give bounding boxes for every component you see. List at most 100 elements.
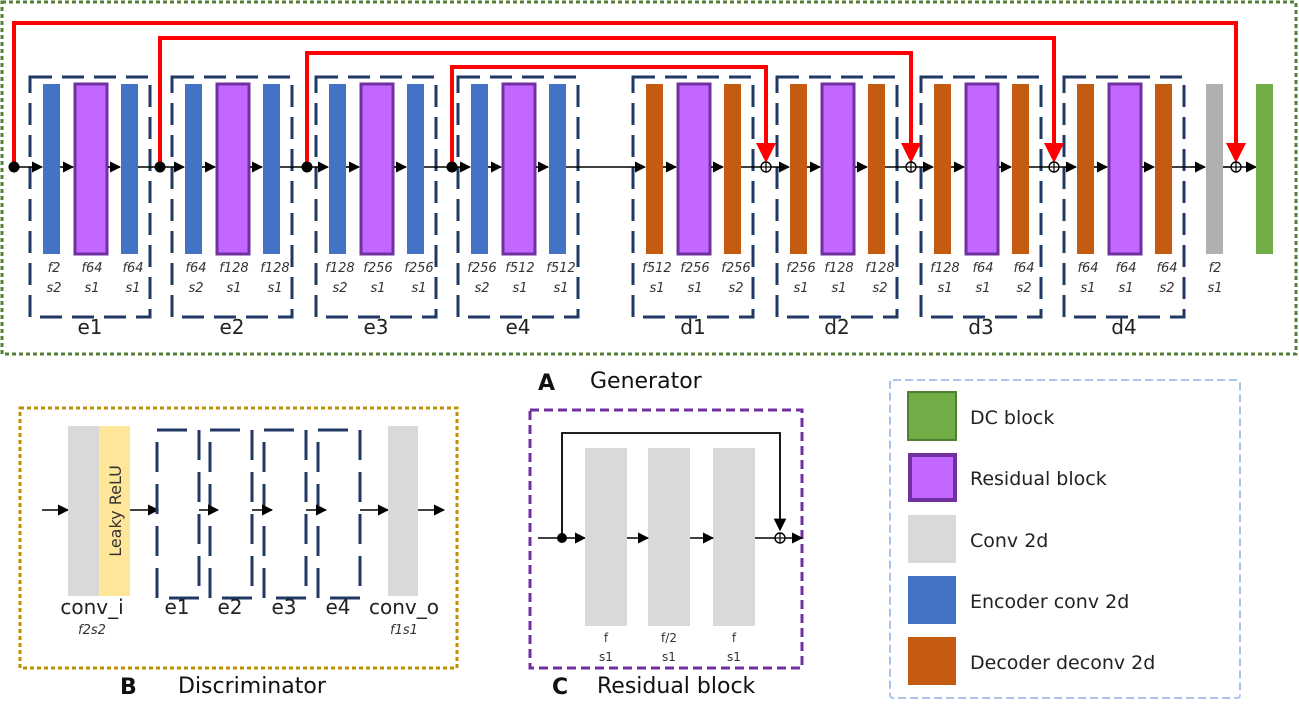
layer-e1-1 <box>43 84 60 254</box>
legend-swatch-dc <box>907 391 957 441</box>
disc-block-e2 <box>208 428 254 600</box>
generator-panel: f2s2f64s1f64s1e1f64s2f128s1f128s1e2f128s… <box>8 21 1273 339</box>
layer-d2-residual <box>820 82 856 256</box>
layer-e2-1 <box>185 84 202 254</box>
param-e3-1-f: f128 <box>325 261 354 276</box>
final-conv-f: f2 <box>1209 261 1222 276</box>
legend-label-conv: Conv 2d <box>970 530 1048 552</box>
disc-conv-out-label: conv_o <box>369 595 439 619</box>
skip-source-dot-4 <box>446 161 458 173</box>
legend-swatch-encoder <box>908 576 956 624</box>
disc-block-label-e3: e3 <box>271 595 296 619</box>
param-e4-1-s: s2 <box>474 281 489 296</box>
param-d2-1-f: f256 <box>786 261 815 276</box>
block-frame-e1 <box>28 75 152 319</box>
block-label-d2: d2 <box>824 315 849 339</box>
param-d4-2-s: s1 <box>1118 281 1133 296</box>
residual-layer-3 <box>713 448 755 626</box>
layer-d1-residual <box>676 82 712 256</box>
param-e2-1-s: s2 <box>188 281 203 296</box>
layer-e1-3 <box>121 84 138 254</box>
layer-d4-residual <box>1107 82 1143 256</box>
param-e1-2-s: s1 <box>84 281 99 296</box>
legend-frame <box>889 379 1241 699</box>
layer-e4-1 <box>471 84 488 254</box>
legend-swatch-decoder <box>908 637 956 685</box>
residual-split-dot <box>557 533 567 543</box>
param-e2-3-f: f128 <box>260 261 289 276</box>
discriminator-panel-letter: B <box>120 675 137 700</box>
param-e3-2-s: s1 <box>370 281 385 296</box>
param-e4-3-s: s1 <box>553 281 568 296</box>
disc-block-label-e1: e1 <box>164 595 189 619</box>
residual-skip-line <box>561 432 787 538</box>
param-e4-2-s: s1 <box>512 281 527 296</box>
legend-label-decoder: Decoder deconv 2d <box>970 652 1155 674</box>
param-e3-3-s: s1 <box>411 281 426 296</box>
param-d1-1-f: f512 <box>642 261 671 276</box>
layer-d3-3 <box>1012 84 1029 254</box>
skip-connection-1 <box>12 21 1246 167</box>
residual-layer-3-s: s1 <box>727 650 741 664</box>
param-e1-1-s: s2 <box>46 281 61 296</box>
param-d3-2-s: s1 <box>975 281 990 296</box>
param-d3-3-f: f64 <box>1013 261 1034 276</box>
param-e3-2-f: f256 <box>363 261 392 276</box>
block-label-d3: d3 <box>968 315 993 339</box>
residual-layer-3-f: f <box>732 631 737 645</box>
skip-source-dot-1 <box>8 161 20 173</box>
param-e2-2-s: s1 <box>226 281 241 296</box>
block-frame-e2 <box>170 75 294 319</box>
block-label-e2: e2 <box>219 315 244 339</box>
block-frame-e4 <box>456 75 580 319</box>
residual-layer-1-f: f <box>604 631 609 645</box>
legend-label-residual: Residual block <box>970 468 1107 490</box>
param-e1-3-s: s1 <box>125 281 140 296</box>
disc-conv-in <box>68 426 99 596</box>
param-e4-3-f: f512 <box>546 261 575 276</box>
param-d4-2-f: f64 <box>1115 261 1136 276</box>
param-d2-3-f: f128 <box>865 261 894 276</box>
final-conv <box>1206 84 1223 254</box>
residual-layer-2 <box>648 448 690 626</box>
param-d3-1-f: f128 <box>930 261 959 276</box>
block-label-e3: e3 <box>363 315 388 339</box>
param-d4-1-f: f64 <box>1077 261 1098 276</box>
layer-d4-1 <box>1077 84 1094 254</box>
param-d4-1-s: s1 <box>1080 281 1095 296</box>
generator-panel-letter: A <box>538 371 555 396</box>
layer-e2-3 <box>263 84 280 254</box>
param-d1-1-s: s1 <box>649 281 664 296</box>
final-conv-s: s1 <box>1207 281 1222 296</box>
param-e1-1-f: f2 <box>48 261 61 276</box>
block-label-d1: d1 <box>680 315 705 339</box>
disc-block-label-e2: e2 <box>217 595 242 619</box>
param-d3-1-s: s1 <box>937 281 952 296</box>
skip-connection-2 <box>158 36 1064 167</box>
layer-e2-residual <box>215 82 251 256</box>
disc-conv-out-params: f1s1 <box>390 623 418 638</box>
dc-block <box>1256 84 1273 254</box>
param-e2-2-f: f128 <box>219 261 248 276</box>
discriminator-title: Discriminator <box>178 674 327 699</box>
legend-label-dc: DC block <box>970 407 1054 429</box>
param-d1-2-f: f256 <box>680 261 709 276</box>
layer-d1-1 <box>646 84 663 254</box>
residual-layer-1-s: s1 <box>599 650 613 664</box>
layer-d4-3 <box>1155 84 1172 254</box>
block-frame-d3 <box>919 75 1043 319</box>
param-d1-2-s: s1 <box>687 281 702 296</box>
block-frame-d1 <box>631 75 755 319</box>
param-e2-1-f: f64 <box>185 261 206 276</box>
layer-e4-residual <box>501 82 537 256</box>
disc-leaky-relu-label: Leaky ReLU <box>106 465 125 557</box>
discriminator-frame <box>18 406 459 670</box>
layer-d2-1 <box>790 84 807 254</box>
layer-e3-3 <box>407 84 424 254</box>
disc-conv-in-label: conv_i <box>60 595 123 619</box>
legend-swatch-residual <box>908 453 957 502</box>
param-e1-3-f: f64 <box>122 261 143 276</box>
